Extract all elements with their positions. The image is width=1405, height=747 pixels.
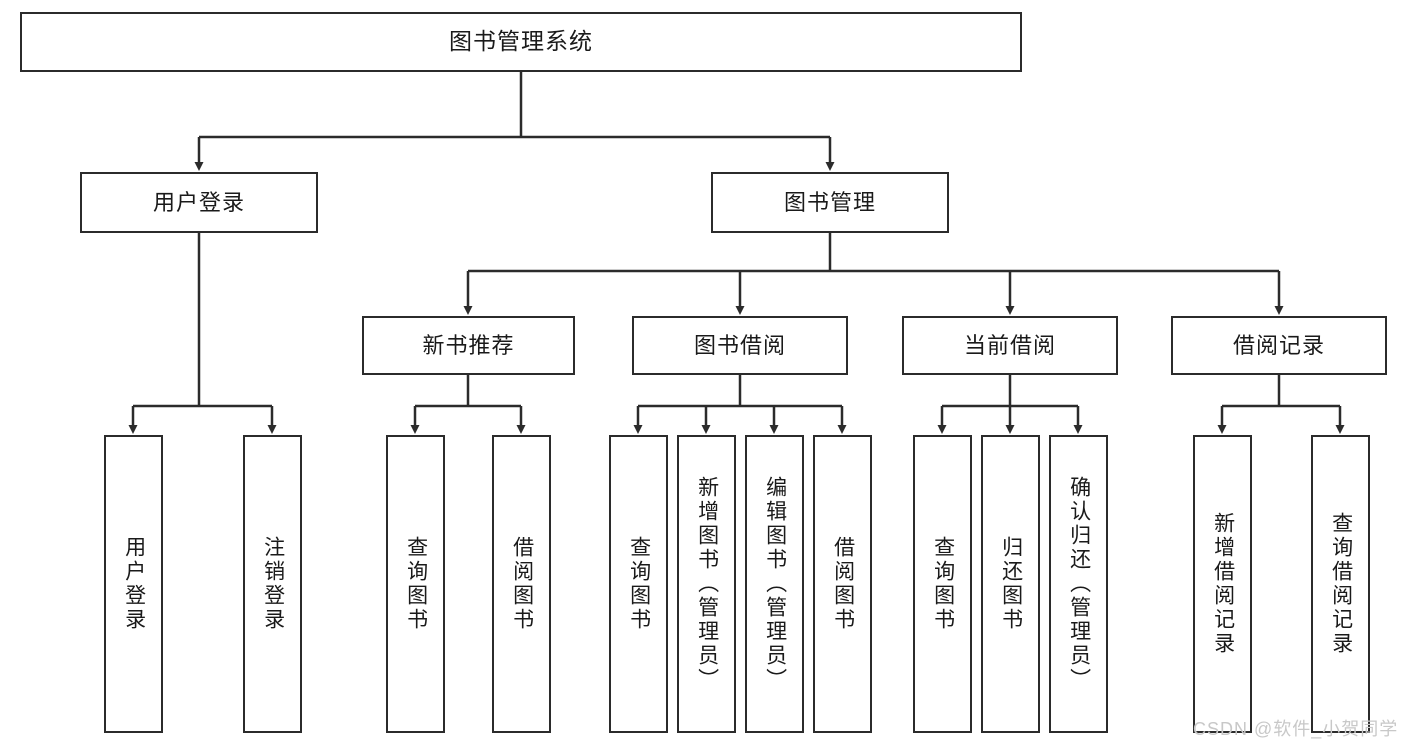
- node-label: 查询借阅记录: [1329, 512, 1353, 656]
- leaf-add-borrow-record[interactable]: 新增借阅记录: [1193, 435, 1252, 733]
- node-label: 新增借阅记录: [1211, 512, 1235, 656]
- node-label: 图书管理系统: [449, 28, 593, 55]
- leaf-confirm-return[interactable]: 确认归还（管理员）: [1049, 435, 1108, 733]
- node-book-manage[interactable]: 图书管理: [711, 172, 949, 233]
- node-label: 用户登录: [152, 189, 245, 215]
- node-label: 查询图书: [627, 536, 651, 632]
- node-book-borrow[interactable]: 图书借阅: [632, 316, 848, 375]
- leaf-borrow-book[interactable]: 借阅图书: [813, 435, 872, 733]
- node-label: 新书推荐: [422, 332, 515, 358]
- leaf-add-book[interactable]: 新增图书（管理员）: [677, 435, 736, 733]
- csdn-watermark: CSDN @软件_小贺同学: [1193, 719, 1399, 739]
- node-label: 用户登录: [122, 536, 146, 632]
- node-current-borrow[interactable]: 当前借阅: [902, 316, 1118, 375]
- node-root-system[interactable]: 图书管理系统: [20, 12, 1022, 72]
- node-user-login[interactable]: 用户登录: [80, 172, 318, 233]
- leaf-user-logout[interactable]: 注销登录: [243, 435, 302, 733]
- node-new-book-recommend[interactable]: 新书推荐: [362, 316, 575, 375]
- node-label: 注销登录: [261, 536, 285, 632]
- leaf-edit-book[interactable]: 编辑图书（管理员）: [745, 435, 804, 733]
- node-label: 借阅图书: [510, 536, 534, 632]
- leaf-return-book[interactable]: 归还图书: [981, 435, 1040, 733]
- node-label: 图书借阅: [693, 332, 786, 358]
- node-label: 归还图书: [999, 536, 1023, 632]
- leaf-query-book-recommend[interactable]: 查询图书: [386, 435, 445, 733]
- leaf-user-login[interactable]: 用户登录: [104, 435, 163, 733]
- node-label: 新增图书（管理员）: [695, 476, 719, 692]
- node-label: 借阅记录: [1232, 332, 1325, 358]
- node-label: 编辑图书（管理员）: [763, 476, 787, 692]
- node-label: 借阅图书: [831, 536, 855, 632]
- node-label: 查询图书: [404, 536, 428, 632]
- node-label: 当前借阅: [963, 332, 1056, 358]
- leaf-query-borrow-record[interactable]: 查询借阅记录: [1311, 435, 1370, 733]
- leaf-borrow-book-recommend[interactable]: 借阅图书: [492, 435, 551, 733]
- node-borrow-record[interactable]: 借阅记录: [1171, 316, 1387, 375]
- leaf-query-book-borrow[interactable]: 查询图书: [609, 435, 668, 733]
- node-label: 图书管理: [783, 189, 876, 215]
- node-label: 确认归还（管理员）: [1067, 476, 1091, 692]
- leaf-query-book-current[interactable]: 查询图书: [913, 435, 972, 733]
- node-label: 查询图书: [931, 536, 955, 632]
